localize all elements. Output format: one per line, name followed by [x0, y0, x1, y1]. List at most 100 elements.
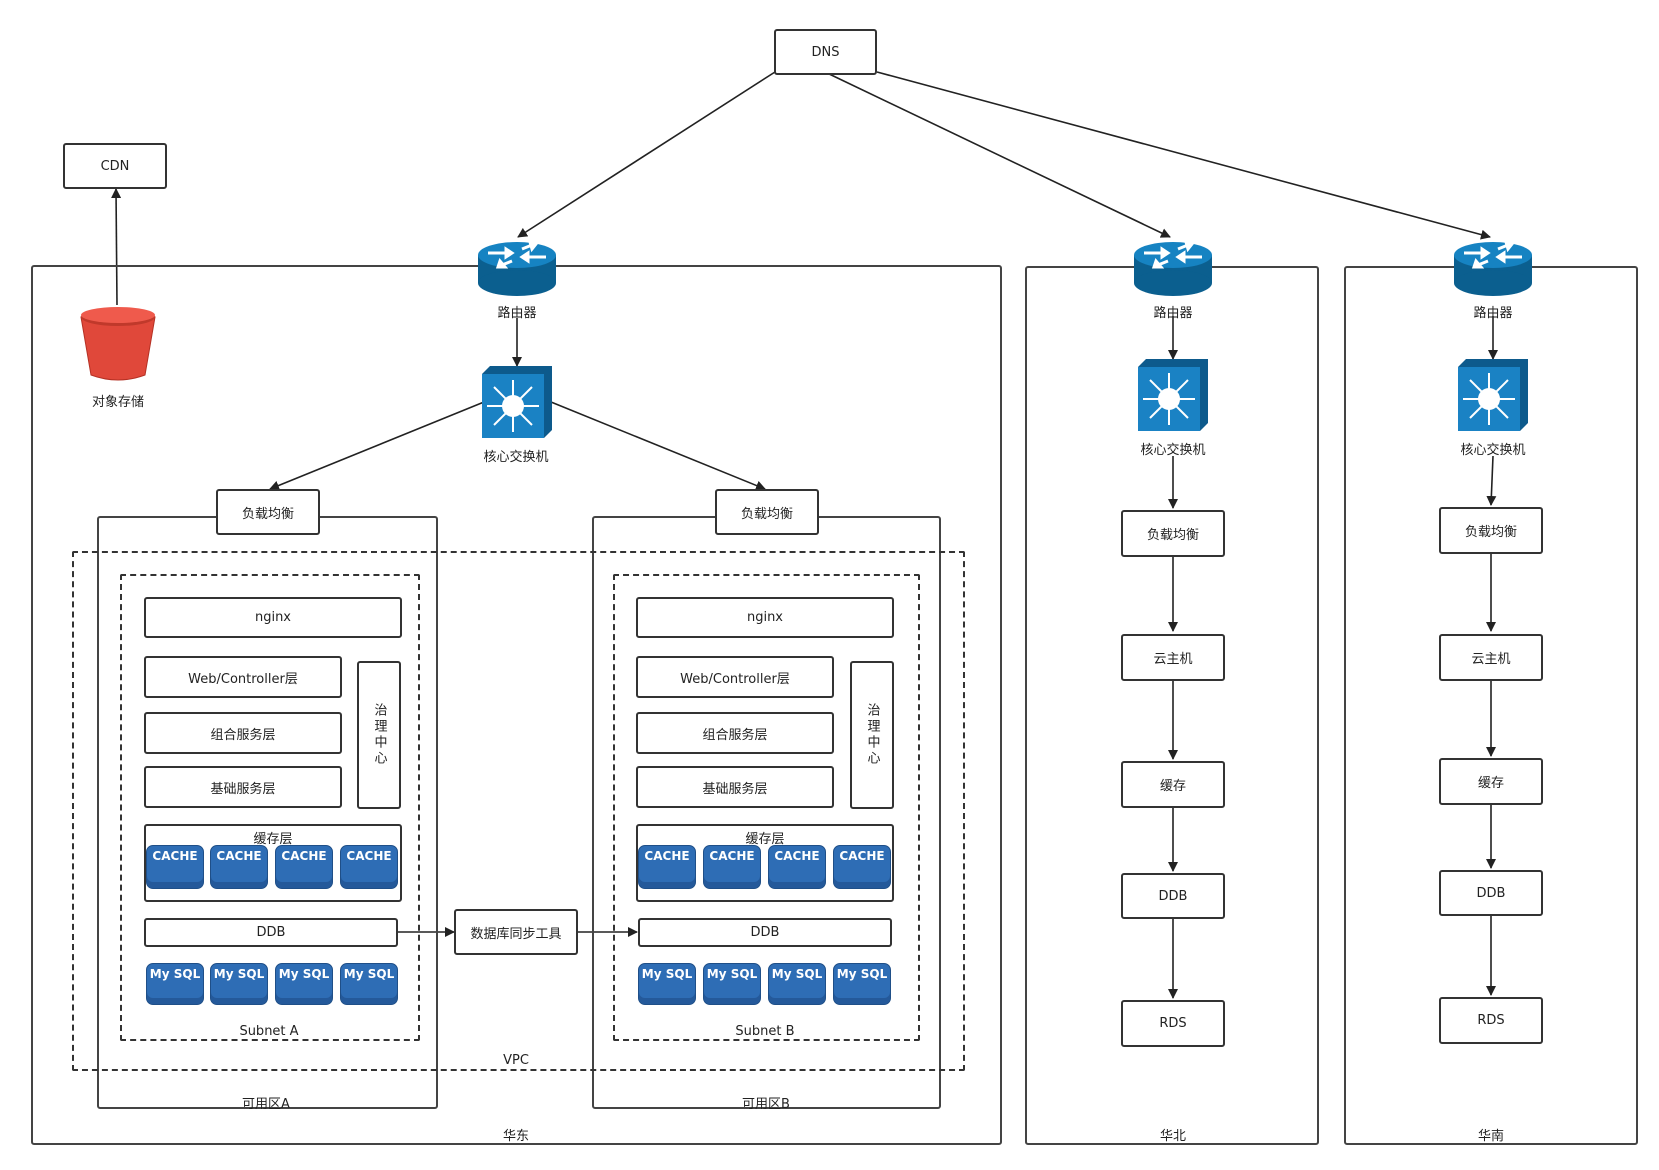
zone-b-compose-service-layer: 组合服务层 [636, 712, 834, 754]
zone-b-ddb: DDB [638, 918, 892, 947]
zone-b-ddb-label: DDB [750, 925, 780, 940]
arrow-dns-north [824, 71, 1171, 238]
zone-b-nginx: nginx [636, 597, 894, 638]
vpc-boundary [72, 551, 965, 1071]
zone-b-cache-3: CACHE [768, 845, 826, 889]
subnet-a [120, 574, 420, 1041]
arrow-south-switch-lb [1486, 455, 1497, 506]
arrow-east-switch-lbA [269, 401, 485, 491]
zone-a-cache-layer-label: 缓存层 [253, 832, 293, 847]
east-switch-label: 核心交换机 [483, 450, 549, 465]
north-cache: 缓存 [1121, 761, 1225, 808]
south-cloud-host: 云主机 [1439, 634, 1543, 681]
zone-a-lb-label: 负载均衡 [241, 506, 294, 522]
subnet-a-label: Subnet A [239, 1024, 299, 1039]
cdn-label: CDN [100, 158, 130, 174]
south-rds-label: RDS [1477, 1013, 1505, 1028]
subnet-b [613, 574, 920, 1041]
region-north-label: 华北 [1159, 1129, 1187, 1144]
zone-b-load-balancer: 负载均衡 [715, 489, 819, 535]
zone-a-mysql-4: My SQL [340, 963, 398, 1005]
north-vm-label: 云主机 [1153, 652, 1193, 667]
south-load-balancer: 负载均衡 [1439, 507, 1543, 554]
north-cache-label: 缓存 [1159, 779, 1186, 794]
zone-b-base-label: 基础服务层 [702, 781, 768, 797]
zone-a-web-controller-layer: Web/Controller层 [144, 656, 342, 698]
zone-b-governance-center: 治理中心 [850, 661, 894, 809]
north-load-balancer: 负载均衡 [1121, 510, 1225, 557]
north-router-label: 路由器 [1153, 306, 1193, 321]
south-switch-label: 核心交换机 [1460, 443, 1526, 458]
router-icon [1454, 241, 1532, 296]
zone-a-compose-service-layer: 组合服务层 [144, 712, 342, 754]
subnet-b-label: Subnet B [735, 1024, 795, 1039]
zone-a-compose-label: 组合服务层 [210, 727, 276, 743]
object-storage-label: 对象存储 [91, 395, 145, 410]
zone-b-mysql-3: My SQL [768, 963, 826, 1005]
north-lb-label: 负载均衡 [1146, 528, 1199, 543]
zone-b-web-controller-layer: Web/Controller层 [636, 656, 834, 698]
south-cache: 缓存 [1439, 758, 1543, 805]
zone-a-mysql-3: My SQL [275, 963, 333, 1005]
zone-a-governance-center: 治理中心 [357, 661, 401, 809]
zone-b-cache-1: CACHE [638, 845, 696, 889]
zone-a-cache-4: CACHE [340, 845, 398, 889]
zone-a-nginx-label: nginx [254, 610, 292, 625]
zone-a-cache-2: CACHE [210, 845, 268, 889]
south-rds: RDS [1439, 997, 1543, 1044]
arrow-bucket-cdn [111, 188, 122, 306]
zone-b-nginx-label: nginx [746, 610, 784, 625]
vpc-label: VPC [503, 1053, 529, 1068]
zone-a-web-label: Web/Controller层 [188, 671, 298, 687]
south-cache-label: 缓存 [1477, 776, 1504, 791]
zone-b-mysql-2: My SQL [703, 963, 761, 1005]
south-ddb: DDB [1439, 870, 1543, 916]
object-storage-bucket-icon [80, 307, 156, 381]
zone-a-mysql-1: My SQL [146, 963, 204, 1005]
router-icon [1134, 241, 1212, 296]
zone-b-mysql-4: My SQL [833, 963, 891, 1005]
north-rds: RDS [1121, 1000, 1225, 1047]
zone-b-lb-label: 负载均衡 [740, 506, 793, 522]
arrow-dns-south [876, 71, 1491, 240]
zone-a-label: 可用区A [242, 1097, 290, 1112]
south-ddb-label: DDB [1476, 885, 1506, 901]
zone-b-mysql-1: My SQL [638, 963, 696, 1005]
dns-node: DNS [774, 29, 877, 75]
zone-a-cache-1: CACHE [146, 845, 204, 889]
south-vm-label: 云主机 [1471, 652, 1511, 667]
zone-a-ddb: DDB [144, 918, 398, 947]
zone-a-base-service-layer: 基础服务层 [144, 766, 342, 808]
zone-b-cache-layer-label: 缓存层 [745, 832, 785, 847]
region-south-label: 华南 [1477, 1129, 1505, 1144]
north-switch-label: 核心交换机 [1140, 443, 1206, 458]
zone-b-web-label: Web/Controller层 [680, 671, 790, 687]
zone-a-ddb-label: DDB [256, 925, 286, 940]
db-sync-tool: 数据库同步工具 [454, 909, 578, 955]
north-cloud-host: 云主机 [1121, 634, 1225, 681]
zone-b-base-service-layer: 基础服务层 [636, 766, 834, 808]
router-icon [478, 241, 556, 296]
north-ddb-label: DDB [1158, 888, 1188, 904]
north-ddb: DDB [1121, 873, 1225, 919]
zone-b-governance-label: 治理中心 [864, 703, 880, 767]
zone-a-cache-3: CACHE [275, 845, 333, 889]
zone-b-cache-4: CACHE [833, 845, 891, 889]
zone-a-nginx: nginx [144, 597, 402, 638]
south-router-label: 路由器 [1473, 306, 1513, 321]
cdn-node: CDN [63, 143, 167, 189]
arrow-dns-east [517, 71, 776, 238]
arrow-east-switch-lbB [550, 401, 766, 491]
zone-a-mysql-2: My SQL [210, 963, 268, 1005]
zone-b-cache-2: CACHE [703, 845, 761, 889]
zone-a-base-label: 基础服务层 [210, 781, 276, 797]
region-east-label: 华东 [502, 1129, 530, 1144]
core-switch-icon [1138, 359, 1208, 431]
zone-b-label: 可用区B [742, 1097, 790, 1112]
zone-a-load-balancer: 负载均衡 [216, 489, 320, 535]
zone-a-governance-label: 治理中心 [371, 703, 387, 767]
core-switch-icon [482, 366, 552, 438]
zone-b-compose-label: 组合服务层 [702, 727, 768, 743]
db-sync-tool-label: 数据库同步工具 [470, 926, 562, 942]
